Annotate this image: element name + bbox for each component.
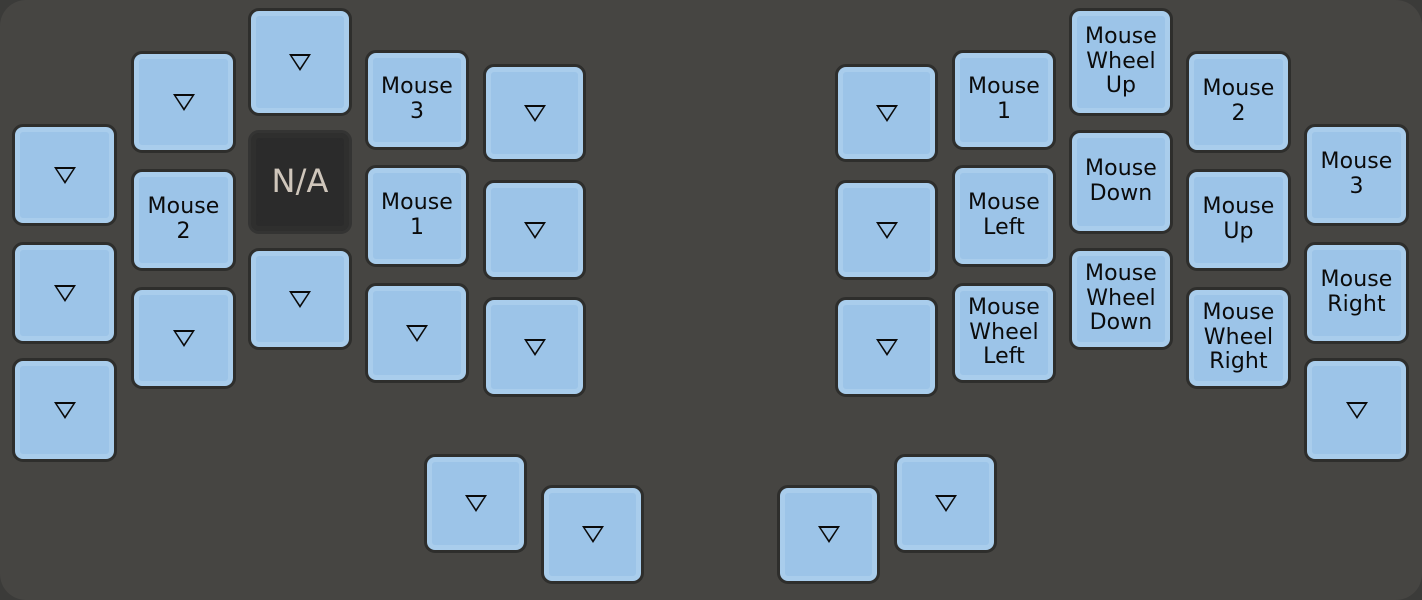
key-l-c2-r2[interactable] (248, 248, 352, 350)
key-l-c4-r0[interactable] (483, 64, 586, 162)
key-r-c3-r0[interactable]: Mouse 2 (1186, 51, 1291, 153)
key-l-c3-r0[interactable]: Mouse 3 (365, 50, 469, 150)
key-label: Mouse Down (1085, 156, 1157, 206)
dropdown-triangle-icon (875, 221, 898, 239)
dropdown-triangle-icon (172, 329, 195, 347)
key-l-c0-r1[interactable] (12, 124, 117, 226)
key-r-c1-r0[interactable]: Mouse 1 (952, 50, 1056, 150)
key-l-c1-r0[interactable] (131, 51, 236, 153)
key-l-c4-r2[interactable] (483, 297, 586, 397)
dropdown-triangle-icon (817, 526, 840, 543)
key-r-c1-r2[interactable]: Mouse Wheel Left (952, 283, 1056, 383)
dropdown-triangle-icon (289, 290, 311, 308)
dropdown-triangle-icon (523, 221, 546, 239)
dropdown-triangle-icon (289, 53, 311, 71)
dropdown-triangle-icon (406, 324, 428, 342)
key-l-c3-r1[interactable]: Mouse 1 (365, 165, 469, 267)
key-l-c2-r0[interactable] (248, 8, 352, 116)
key-l-c1-r1[interactable]: Mouse 2 (131, 169, 236, 271)
key-label: Mouse Wheel Left (968, 295, 1040, 370)
key-r-c4-r2[interactable]: Mouse Right (1304, 242, 1409, 344)
dropdown-triangle-icon (875, 104, 898, 122)
key-l-c1-r2[interactable] (131, 287, 236, 389)
key-r-c4-r1[interactable]: Mouse 3 (1304, 124, 1409, 226)
dropdown-triangle-icon (53, 166, 76, 184)
key-r-c3-r1[interactable]: Mouse Up (1186, 169, 1291, 271)
key-l-c3-r2[interactable] (365, 283, 469, 383)
key-r-c3-r2[interactable]: Mouse Wheel Right (1186, 287, 1291, 389)
dropdown-triangle-icon (53, 401, 76, 419)
key-r-c0-r0[interactable] (835, 64, 938, 162)
key-r-c0-r1[interactable] (835, 180, 938, 280)
key-r-c2-r0[interactable]: Mouse Wheel Up (1069, 8, 1173, 116)
key-label: Mouse Up (1202, 194, 1275, 244)
key-label: Mouse Wheel Up (1085, 24, 1157, 99)
key-r-c0-r2[interactable] (835, 297, 938, 397)
key-label: Mouse Right (1320, 267, 1393, 317)
dropdown-triangle-icon (172, 93, 195, 111)
key-r-thumb-1[interactable] (777, 485, 880, 584)
key-r-c1-r1[interactable]: Mouse Left (952, 165, 1056, 267)
dropdown-triangle-icon (523, 104, 546, 122)
key-l-c0-r3[interactable] (12, 358, 117, 462)
key-label: Mouse Wheel Down (1085, 261, 1157, 336)
key-r-c2-r1[interactable]: Mouse Down (1069, 130, 1173, 234)
dropdown-triangle-icon (523, 338, 546, 356)
key-l-thumb-2[interactable] (541, 485, 644, 584)
key-l-c4-r1[interactable] (483, 180, 586, 280)
dropdown-triangle-icon (53, 284, 76, 302)
key-r-c4-r3[interactable] (1304, 358, 1409, 462)
dropdown-triangle-icon (934, 495, 957, 512)
key-label: Mouse 2 (1202, 76, 1275, 126)
key-l-c0-r2[interactable] (12, 242, 117, 344)
key-l-thumb-1[interactable] (424, 454, 527, 553)
key-label: Mouse 1 (968, 74, 1040, 124)
key-label: Mouse Wheel Right (1202, 300, 1275, 375)
key-label: Mouse Left (968, 190, 1040, 240)
key-l-c2-r1[interactable]: N/A (248, 130, 352, 234)
dropdown-triangle-icon (875, 338, 898, 356)
dropdown-triangle-icon (581, 526, 604, 543)
dropdown-triangle-icon (1345, 401, 1368, 419)
key-label: Mouse 3 (1320, 149, 1393, 199)
dropdown-triangle-icon (464, 495, 487, 512)
key-r-c2-r2[interactable]: Mouse Wheel Down (1069, 248, 1173, 350)
key-label: Mouse 1 (381, 190, 453, 240)
key-r-thumb-2[interactable] (894, 454, 997, 553)
key-label: N/A (271, 162, 329, 201)
key-label: Mouse 2 (147, 194, 220, 244)
key-label: Mouse 3 (381, 74, 453, 124)
